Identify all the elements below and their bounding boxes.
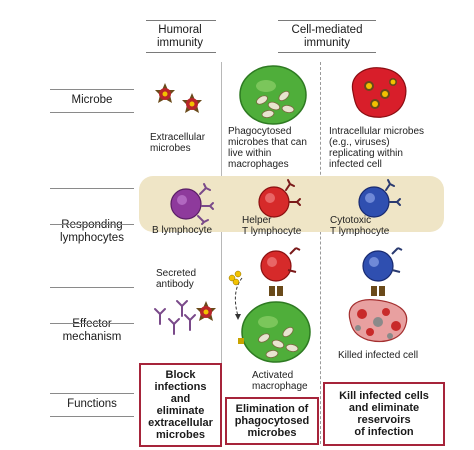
row-label-functions: Functions <box>50 393 134 417</box>
function-humoral-text: Block infections and eliminate extracell… <box>148 369 213 441</box>
row-label-responding-text: Responding lymphocytes <box>60 219 124 244</box>
macrophage-with-microbes-icon <box>239 65 307 125</box>
extracellular-microbes-icon <box>155 83 202 113</box>
row-label-microbe: Microbe <box>50 89 134 113</box>
function-cytotoxic-text: Kill infected cells and eliminate reserv… <box>339 390 429 438</box>
row-label-functions-text: Functions <box>67 398 117 410</box>
caption-intracellular: Intracellular microbes (e.g., viruses) r… <box>329 126 425 170</box>
column-divider-dashed <box>320 62 321 444</box>
caption-phagocytosed: Phagocytosed microbes that can live with… <box>228 126 307 170</box>
helper-t-activating-macrophage-icon <box>228 247 311 363</box>
caption-secreted-antibody: Secreted antibody <box>156 268 197 290</box>
cytotoxic-t-killing-cell-icon <box>348 247 408 343</box>
row-label-effector: Effector mechanism <box>50 287 134 357</box>
caption-killed-infected-cell: Killed infected cell <box>338 350 419 361</box>
row-label-effector-text: Effector mechanism <box>62 318 122 343</box>
function-helper-text: Elimination of phagocytosed microbes <box>234 403 310 439</box>
antibody-binding-microbe-icon <box>154 300 216 335</box>
row-label-microbe-text: Microbe <box>71 94 113 106</box>
helper-t-lymphocyte-icon <box>258 179 301 218</box>
column-divider-solid <box>221 62 222 444</box>
caption-extracellular: Extracellular microbes <box>150 132 206 154</box>
cytotoxic-t-lymphocyte-icon <box>358 179 401 218</box>
caption-activated-macrophage: Activated macrophage <box>252 370 308 392</box>
caption-helper-t: Helper T lymphocyte <box>242 215 302 237</box>
header-cell-mediated-underline <box>278 52 376 53</box>
infected-cell-icon <box>351 67 407 118</box>
row-label-responding: Responding lymphocytes <box>50 188 134 258</box>
header-humoral-underline <box>146 52 216 53</box>
header-cell-mediated: Cell-mediated immunity <box>291 24 363 49</box>
function-box-humoral: Block infections and eliminate extracell… <box>139 363 222 447</box>
caption-cytotoxic-t: Cytotoxic T lymphocyte <box>330 215 390 237</box>
header-humoral-overline <box>146 20 216 21</box>
caption-b-lymphocyte: B lymphocyte <box>152 225 213 236</box>
function-box-cytotoxic: Kill infected cells and eliminate reserv… <box>323 382 445 446</box>
header-humoral: Humoral immunity <box>156 24 203 49</box>
b-lymphocyte-icon <box>170 183 214 225</box>
header-cell-mediated-overline <box>278 20 376 21</box>
function-box-helper: Elimination of phagocytosed microbes <box>225 397 319 445</box>
